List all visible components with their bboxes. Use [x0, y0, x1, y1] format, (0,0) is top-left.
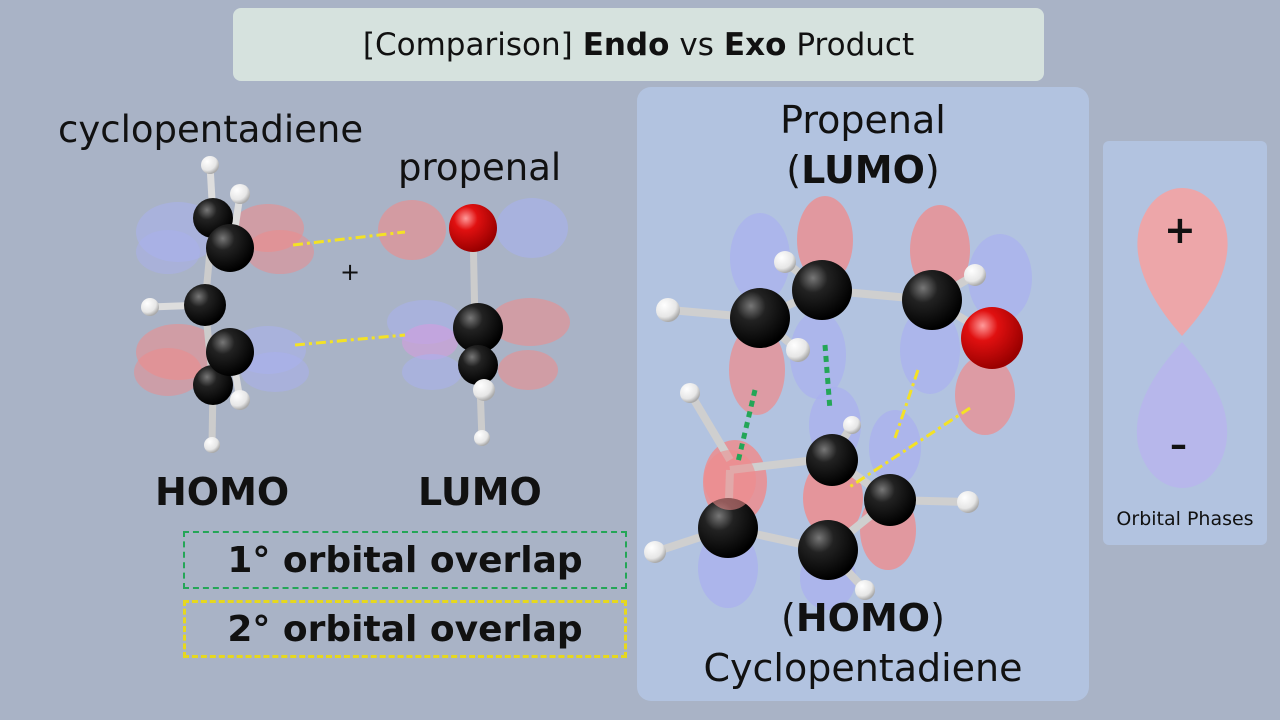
hydrogen-atom: [855, 580, 875, 600]
negative-phase-lobe: [1136, 342, 1228, 488]
hydrogen-atom: [644, 541, 666, 563]
orbital-lobe-negative: [730, 213, 790, 303]
secondary-overlap-line: [847, 406, 971, 490]
cyclopentadiene-homo-model: [134, 156, 314, 453]
hydrogen-atom: [473, 379, 495, 401]
orbital-lobe-negative: [496, 198, 568, 258]
orbital-lobe-positive: [246, 230, 314, 274]
hydrogen-atom: [230, 184, 250, 204]
secondary-overlap-label: 2° orbital overlap: [227, 608, 583, 650]
carbon-atom: [698, 498, 758, 558]
hydrogen-atom: [230, 390, 250, 410]
hydrogen-atom: [201, 156, 219, 174]
carbon-atom: [792, 260, 852, 320]
hydrogen-atom: [957, 491, 979, 513]
secondary-overlap-line: [893, 369, 920, 439]
paren-close: ): [930, 596, 945, 640]
secondary-overlap-line: [292, 230, 406, 247]
cyclopentadiene-orbital-line: (HOMO): [637, 596, 1089, 640]
propenal-lumo-model: [378, 198, 570, 446]
carbon-atom: [806, 434, 858, 486]
carbon-atom: [206, 328, 254, 376]
orbital-lobe-negative: [402, 354, 462, 390]
title-exo: Exo: [723, 26, 787, 63]
propenal-label: propenal: [398, 146, 562, 189]
carbon-atom: [864, 474, 916, 526]
orbital-lobe-positive: [378, 200, 446, 260]
orbital-phases-caption: Orbital Phases: [1116, 508, 1254, 530]
hydrogen-atom: [141, 298, 159, 316]
orbital-lobe-negative: [790, 311, 846, 399]
carbon-atom: [798, 520, 858, 580]
title-bar: [Comparison] Endo vs Exo Product: [233, 8, 1044, 81]
lumo-bold: LUMO: [801, 148, 925, 192]
orbital-lobe-negative: [241, 352, 309, 392]
carbon-atom: [458, 345, 498, 385]
carbon-atom: [184, 284, 226, 326]
carbon-atom: [902, 270, 962, 330]
orbital-lobe-positive: [955, 355, 1015, 435]
hydrogen-atom: [656, 298, 680, 322]
orbital-lobe-negative: [968, 234, 1032, 322]
plus-phase-symbol: +: [1164, 208, 1196, 252]
orbital-lobe-negative: [136, 230, 200, 274]
primary-overlap-legend: 1° orbital overlap: [183, 531, 627, 589]
hydrogen-atom: [474, 430, 490, 446]
carbon-atom: [193, 365, 233, 405]
orbital-lobe-positive: [134, 348, 202, 396]
plus-sign: +: [340, 258, 361, 286]
endo-transition-state-model: [644, 196, 1032, 610]
lumo-label: LUMO: [418, 470, 542, 514]
secondary-overlap-legend: 2° orbital overlap: [183, 600, 627, 658]
orbital-lobe-positive: [490, 298, 570, 346]
cyclopentadiene-title: Cyclopentadiene: [703, 646, 1023, 690]
title-bracket: [Comparison]: [362, 26, 573, 63]
primary-overlap-label: 1° orbital overlap: [227, 539, 583, 581]
orbital-lobe-positive: [729, 325, 785, 415]
orbital-phase-legend: [1136, 188, 1228, 488]
propenal-title: Propenal: [780, 98, 946, 142]
title-product: Product: [796, 26, 915, 63]
homo-label: HOMO: [155, 470, 290, 514]
propenal-orbital-line: (LUMO): [637, 148, 1089, 192]
orbital-lobe-positive: [797, 196, 853, 284]
cyclopentadiene-label: cyclopentadiene: [58, 108, 364, 151]
hydrogen-atom: [786, 338, 810, 362]
orbital-lobe-negative: [900, 306, 960, 394]
orbital-lobe-positive: [498, 350, 558, 390]
secondary-overlap-line: [294, 333, 406, 347]
paren-close: ): [924, 148, 940, 192]
hydrogen-atom: [964, 264, 986, 286]
carbon-atom: [206, 224, 254, 272]
orbital-lobe-positive: [402, 324, 458, 360]
positive-phase-lobe: [1137, 188, 1228, 336]
hydrogen-atom: [204, 437, 220, 453]
homo-bold: HOMO: [795, 596, 931, 640]
paren-open: (: [786, 148, 802, 192]
carbon-atom: [730, 288, 790, 348]
hydrogen-atom: [843, 416, 861, 434]
hydrogen-atom: [774, 251, 796, 273]
carbon-atom: [453, 303, 503, 353]
oxygen-atom: [961, 307, 1023, 369]
minus-phase-symbol: –: [1170, 425, 1187, 465]
orbital-lobe-positive: [704, 450, 756, 510]
hydrogen-atom: [680, 383, 700, 403]
title-endo: Endo: [582, 26, 670, 63]
primary-overlap-line: [735, 389, 758, 463]
paren-open: (: [781, 596, 796, 640]
oxygen-atom: [449, 204, 497, 252]
title-vs: vs: [679, 26, 714, 63]
